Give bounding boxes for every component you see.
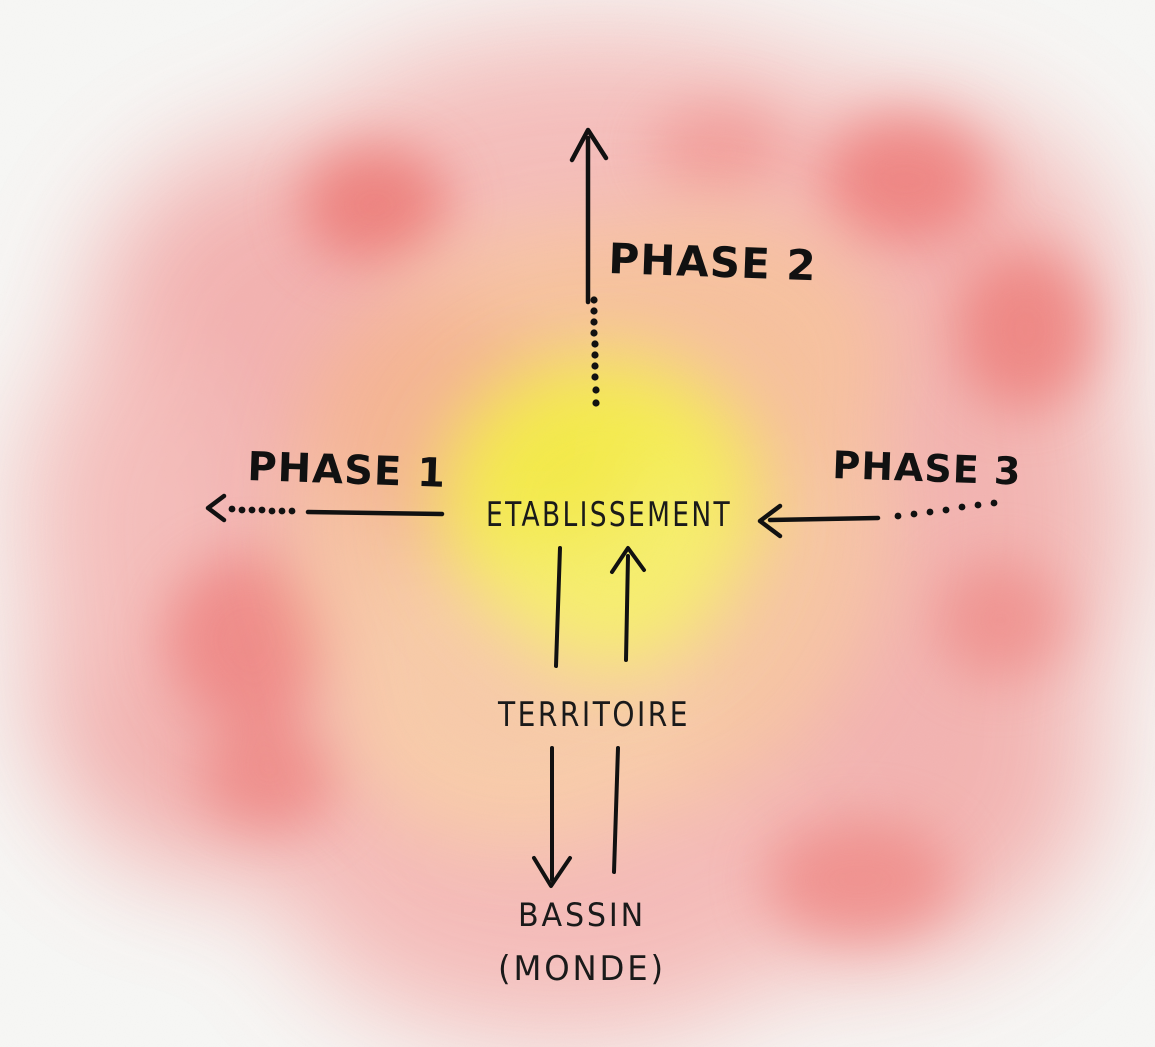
phase3-label: PHASE 3: [832, 443, 1022, 494]
territory-label: TERRITOIRE: [497, 695, 690, 735]
basin-label: BASSIN: [518, 896, 646, 934]
territory-basin-arrows: [532, 746, 620, 888]
center-label: ETABLISSEMENT: [486, 495, 732, 535]
ink-strokes: [205, 127, 998, 888]
establishment-territory-arrows: [554, 546, 646, 668]
phase3-dotted-tail: [894, 499, 998, 520]
phase1-arrow: [205, 493, 445, 523]
phase3-arrow: [757, 499, 998, 539]
world-label: (MONDE): [498, 949, 666, 989]
phase2-label: PHASE 2: [608, 234, 818, 290]
phase1-label: PHASE 1: [247, 444, 447, 497]
phase2-dotted-tail: [590, 296, 600, 407]
phase1-dotted-tail: [228, 505, 296, 515]
phase2-arrow: [569, 127, 609, 407]
